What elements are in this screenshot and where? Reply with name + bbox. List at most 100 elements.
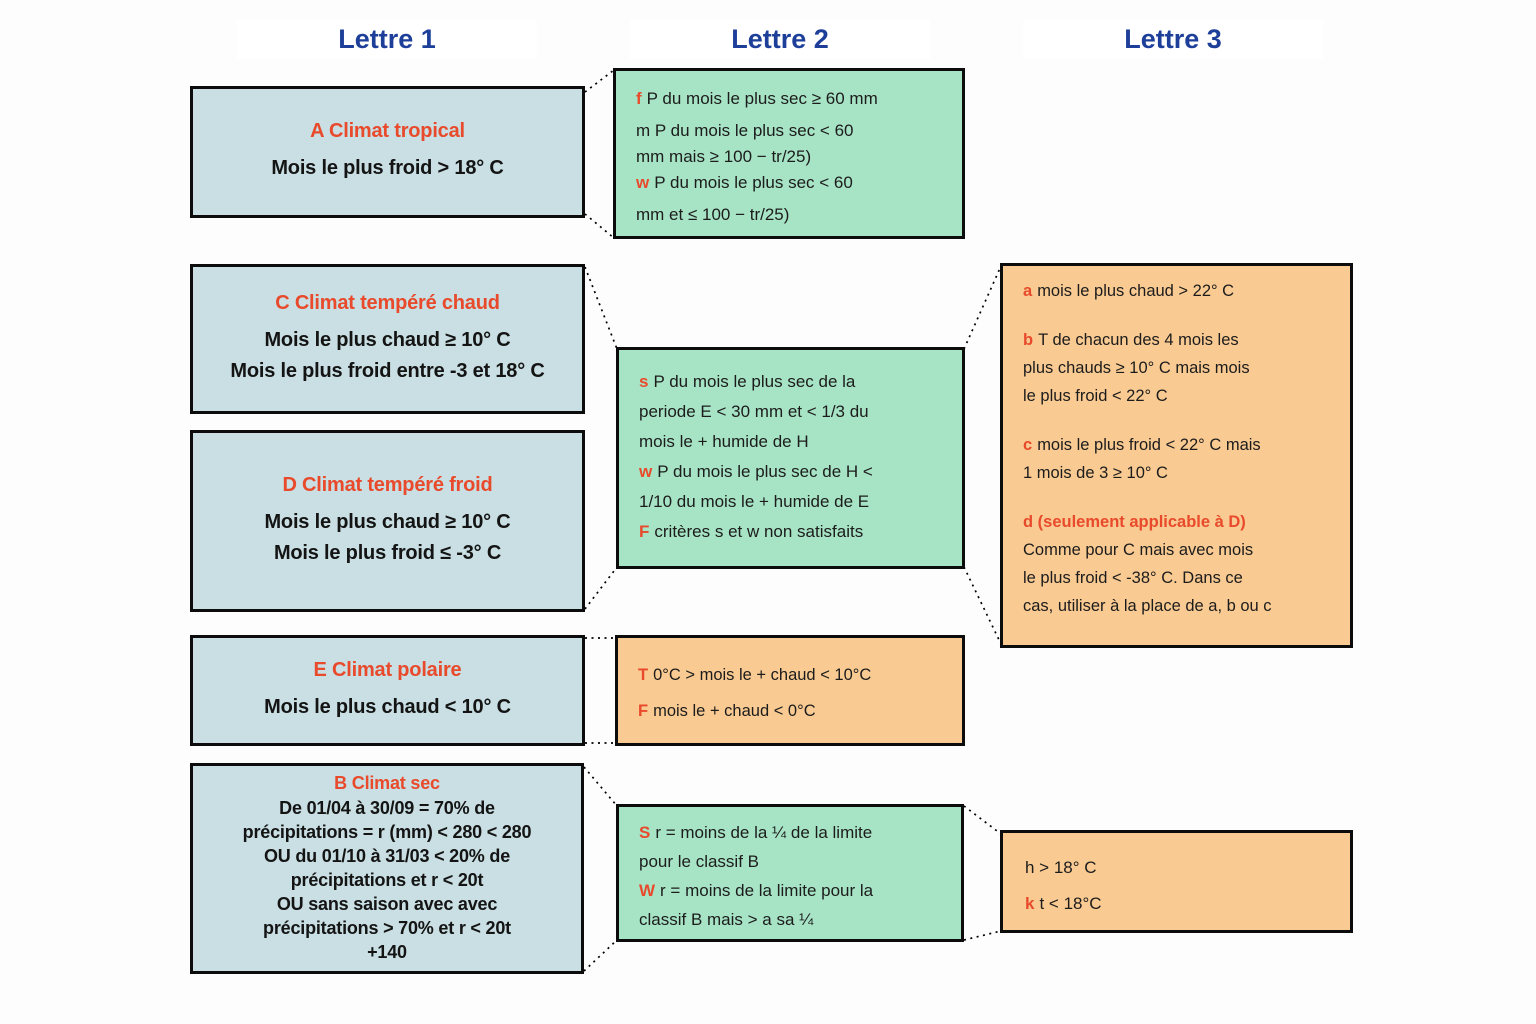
climate-criterion: OU sans saison avec avec [276, 894, 498, 914]
criteria-text: mois le plus froid < 22° C mais [1037, 436, 1261, 454]
box-climat-polaire-e: E Climat polaire Mois le plus chaud < 10… [190, 635, 585, 746]
criteria-text: mois le + chaud < 0°C [653, 702, 816, 720]
letter-code: S [639, 823, 651, 842]
letter-code: F [639, 522, 650, 541]
criteria-line: mois le + humide de H [639, 427, 942, 457]
criteria-text: r = moins de la limite pour la [660, 881, 874, 900]
criteria-text: P du mois le plus sec de la [653, 372, 856, 391]
criteria-text: m P du mois le plus sec < 60 [636, 121, 854, 140]
criteria-text: mois le plus chaud > 22° C [1037, 282, 1235, 300]
criteria-text: 1/10 du mois le + humide de E [639, 492, 870, 511]
criteria-line: pour le classif B [639, 847, 941, 876]
criteria-text: cas, utiliser à la place de a, b ou c [1023, 597, 1272, 615]
connector-a-top [584, 69, 615, 93]
criteria-text: P du mois le plus sec ≥ 60 mm [646, 89, 878, 108]
climate-criterion: OU du 01/10 à 31/03 < 20% de [263, 846, 511, 866]
climate-criterion: +140 [367, 942, 407, 962]
criteria-text: T de chacun des 4 mois les [1038, 331, 1239, 349]
connector-d-to-green [584, 566, 618, 610]
criteria-line: mm et ≤ 100 − tr/25) [636, 202, 942, 228]
letter-code: d (seulement applicable à D) [1023, 513, 1246, 531]
letter-code: T [638, 666, 649, 684]
criteria-text: pour le classif B [639, 852, 759, 871]
criteria-line: h > 18° C [1025, 850, 1328, 886]
connector-green-to-abcd-bottom [963, 566, 1002, 645]
criteria-line: 1/10 du mois le + humide de E [639, 487, 942, 517]
criteria-text: mois le + humide de H [639, 432, 809, 451]
climate-criterion: Mois le plus froid ≤ -3° C [273, 541, 502, 564]
climate-title: B Climat sec [334, 773, 440, 793]
criteria-line: 1 mois de 3 ≥ 10° C [1023, 459, 1330, 487]
criteria-text: t < 18°C [1039, 894, 1102, 913]
climate-title: A Climat tropical [310, 120, 465, 142]
criteria-line: m P du mois le plus sec < 60 [636, 118, 942, 144]
climate-title: D Climat tempéré froid [282, 473, 493, 496]
climate-criterion: Mois le plus froid entre -3 et 18° C [230, 359, 545, 382]
criteria-line: cas, utiliser à la place de a, b ou c [1023, 592, 1330, 620]
connector-green-to-abcd-top [963, 265, 1002, 350]
criteria-line: Comme pour C mais avec mois [1023, 536, 1330, 564]
climate-criterion: précipitations = r (mm) < 280 < 280 [242, 822, 532, 842]
criteria-text: le plus froid < -38° C. Dans ce [1023, 569, 1243, 587]
criteria-text: P du mois le plus sec de H < [657, 462, 873, 481]
climate-criterion: De 01/04 à 30/09 = 70% de [279, 798, 495, 818]
criteria-text: 1 mois de 3 ≥ 10° C [1023, 464, 1168, 482]
criteria-line: d (seulement applicable à D) [1023, 508, 1330, 536]
letter-code: k [1025, 894, 1035, 913]
criteria-text: le plus froid < 22° C [1023, 387, 1168, 405]
criteria-text: plus chauds ≥ 10° C mais mois [1023, 359, 1250, 377]
criteria-line: classif B mais > a sa ¼ [639, 905, 941, 934]
criteria-text: P du mois le plus sec < 60 [654, 173, 853, 192]
connector-c-to-green [584, 266, 618, 350]
letter-code: s [639, 372, 649, 391]
box-climat-tropical-a: A Climat tropical Mois le plus froid > 1… [190, 86, 585, 218]
criteria-text: r = moins de la ¼ de la limite [655, 823, 873, 842]
column-header-lettre-2: Lettre 2 [630, 20, 930, 59]
column-header-lettre-3: Lettre 3 [1023, 20, 1323, 59]
criteria-text: 0°C > mois le + chaud < 10°C [653, 666, 872, 684]
connector-b-to-green-bottom [583, 939, 618, 972]
criteria-text: classif B mais > a sa ¼ [639, 910, 814, 929]
connector-green-to-hk-bottom [963, 930, 1002, 941]
climate-criterion: précipitations et r < 20t [290, 870, 484, 890]
climate-title: C Climat tempéré chaud [275, 291, 500, 314]
climate-criterion: Mois le plus chaud ≥ 10° C [264, 328, 511, 351]
letter-code: c [1023, 436, 1033, 454]
letter-code: F [638, 702, 649, 720]
criteria-text: critères s et w non satisfaits [654, 522, 864, 541]
criteria-line: plus chauds ≥ 10° C mais mois [1023, 354, 1330, 382]
letter-code: a [1023, 282, 1033, 300]
letter-code: b [1023, 331, 1034, 349]
climate-title: E Climat polaire [313, 658, 462, 681]
criteria-text: mm mais ≥ 100 − tr/25) [636, 147, 812, 166]
climate-criterion: précipitations > 70% et r < 20t [263, 918, 511, 938]
criteria-text: mm et ≤ 100 − tr/25) [636, 205, 790, 224]
column-header-lettre-1: Lettre 1 [237, 20, 537, 59]
box-climat-tempere-chaud-c: C Climat tempéré chaud Mois le plus chau… [190, 264, 585, 414]
criteria-text: Comme pour C mais avec mois [1023, 541, 1254, 559]
letter-code: w [639, 462, 653, 481]
criteria-line: le plus froid < -38° C. Dans ce [1023, 564, 1330, 592]
connector-a-bottom [584, 213, 615, 239]
climate-criterion: Mois le plus chaud ≥ 10° C [264, 510, 511, 533]
